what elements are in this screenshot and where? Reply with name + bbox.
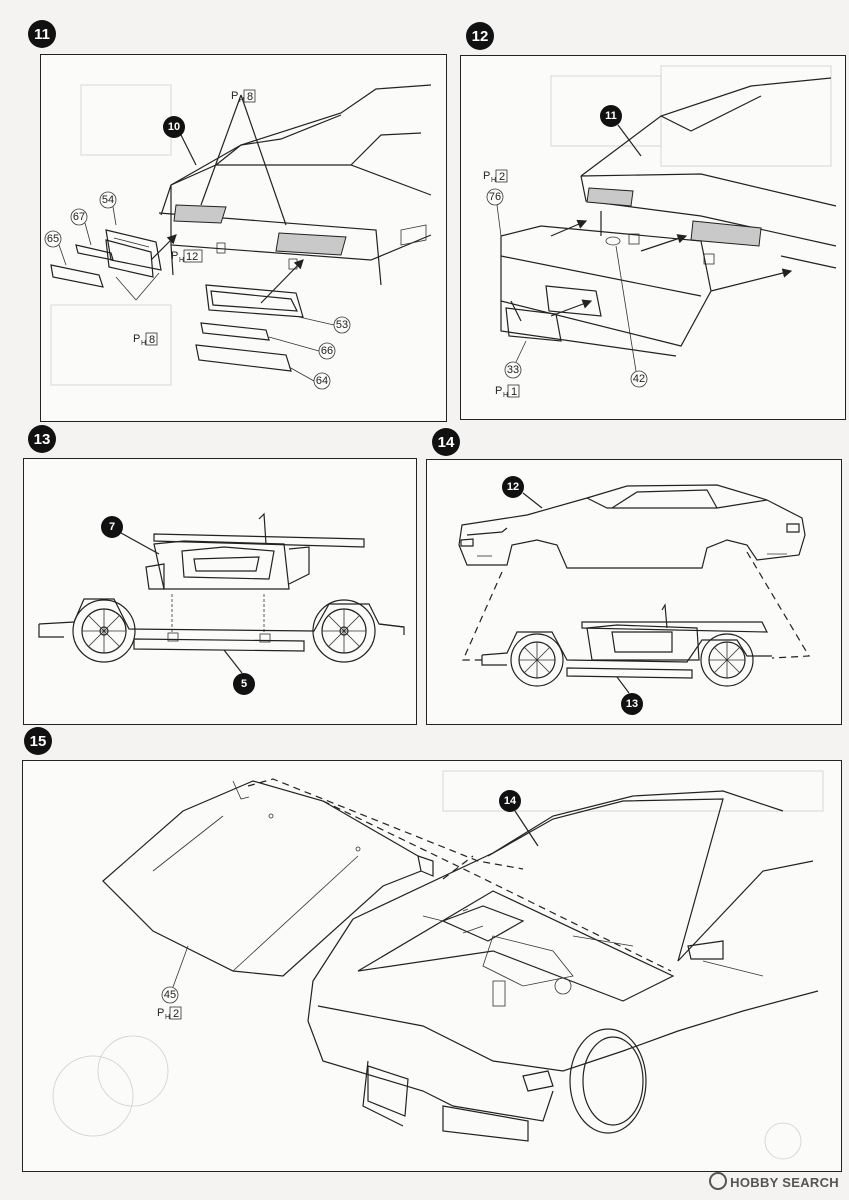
part-45: 45 [161,986,179,1004]
callout-12: 12 [502,476,543,509]
svg-text:H: H [491,177,496,184]
svg-text:H: H [179,257,184,264]
paint-code-ph8-bottom: P H 8 [133,332,158,347]
callout-11: 11 [600,105,642,157]
svg-text:10: 10 [168,121,180,133]
tail-lamp-left-parts [50,229,162,288]
step-15-badge: 15 [24,727,52,755]
chassis-assembled [481,603,772,679]
step-15-illustration: 14 45 P H 2 [52,770,824,1160]
paint-code-ph2: P H 2 [157,1006,182,1021]
step-12-badge: 12 [466,22,494,50]
placement-guide [462,551,811,661]
svg-text:P: P [133,333,140,345]
callout-7: 7 [101,516,160,555]
svg-text:64: 64 [316,375,328,387]
step-14-panel: 12 13 [426,459,842,725]
callout-10: 10 [163,116,197,166]
step-13-badge: 13 [28,425,56,453]
svg-text:12: 12 [186,251,198,263]
watermark-text: HOBBY SEARCH [730,1175,839,1190]
svg-text:5: 5 [241,678,247,690]
tail-lamp-right-parts [195,284,304,372]
svg-text:P: P [231,90,238,102]
step-12-panel: 11 76 33 42 P H 2 P H 1 [460,55,846,420]
front-wheel [510,633,564,687]
part-53: 53 [333,316,351,334]
interior-tub [145,512,365,590]
part-64: 64 [313,372,331,390]
watermark-logo-icon [709,1172,728,1190]
step-11-panel: 10 54 67 65 53 66 64 P H 8 P H 12 P H 8 [40,54,447,422]
svg-text:54: 54 [102,194,114,206]
chassis [38,598,405,652]
rear-bumper [500,225,712,357]
callout-14: 14 [499,790,539,847]
step-15-panel: 14 45 P H 2 [22,760,842,1172]
svg-text:1: 1 [511,386,517,398]
rear-wheel [700,633,754,687]
svg-text:42: 42 [633,373,645,385]
step-11-badge: 11 [28,20,56,48]
rear-wheel [312,599,376,663]
svg-text:33: 33 [507,364,519,376]
step-14-badge: 14 [432,428,460,456]
callout-13: 13 [616,676,643,715]
watermark: HOBBY SEARCH [709,1172,839,1190]
svg-text:11: 11 [605,110,617,122]
step-12-illustration: 11 76 33 42 P H 2 P H 1 [483,65,837,399]
part-54: 54 [99,191,117,209]
svg-text:8: 8 [247,91,253,103]
svg-text:45: 45 [164,989,176,1001]
svg-text:14: 14 [504,795,517,807]
paint-code-ph2: P H 2 [483,169,508,184]
part-65: 65 [44,230,62,248]
svg-text:12: 12 [507,481,519,493]
part-42: 42 [630,370,648,388]
svg-text:P: P [483,170,490,182]
svg-text:H: H [165,1014,170,1021]
svg-text:53: 53 [336,319,348,331]
svg-text:7: 7 [109,521,115,533]
step-13-panel: 7 5 [23,458,417,725]
svg-text:P: P [495,385,502,397]
step-13-illustration: 7 5 [38,512,405,695]
svg-text:P: P [171,250,178,262]
svg-text:2: 2 [173,1008,179,1020]
svg-text:H: H [503,392,508,399]
svg-text:2: 2 [499,171,505,183]
part-33: 33 [504,361,522,379]
front-wheel [72,599,136,663]
part-76: 76 [486,188,504,206]
svg-text:H: H [141,340,146,347]
part-67: 67 [70,208,88,226]
hood-part [102,780,434,977]
car-rear-body [580,77,837,269]
paint-code-ph1: P H 1 [495,384,520,399]
hood-placement-guide [247,778,672,972]
svg-text:P: P [157,1007,164,1019]
paint-code-ph12: P H 12 [171,249,203,264]
svg-text:67: 67 [73,211,85,223]
svg-text:66: 66 [321,345,333,357]
car-rear-body [158,84,432,286]
svg-text:65: 65 [47,233,59,245]
part-66: 66 [318,342,336,360]
step-11-illustration: 10 54 67 65 53 66 64 P H 8 P H 12 P H 8 [44,84,432,390]
car-body-side [458,484,806,569]
license-plate [505,307,562,342]
svg-text:13: 13 [626,698,638,710]
step-14-illustration: 12 13 [458,476,811,715]
svg-text:H: H [239,97,244,104]
svg-text:8: 8 [149,334,155,346]
callout-5: 5 [223,649,255,695]
svg-text:76: 76 [489,191,501,203]
car-front [307,790,819,1142]
paint-code-ph8-top: P H 8 [231,89,256,104]
